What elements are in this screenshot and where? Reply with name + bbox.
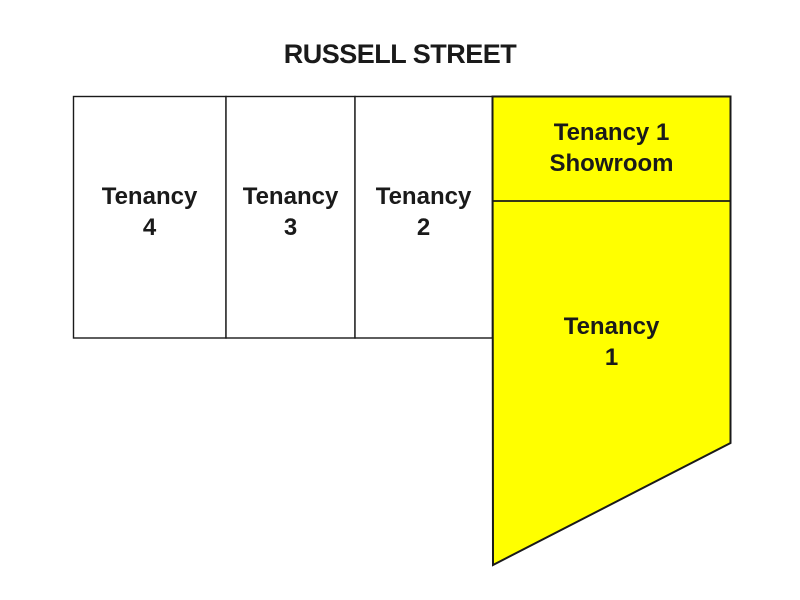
street-name-label: RUSSELL STREET [283, 39, 517, 69]
tenancy-1-label-line2: 1 [604, 344, 619, 371]
tenancy-1-label: Tenancy 1 [492, 311, 731, 373]
tenancy-4-label: Tenancy 4 [73, 181, 226, 243]
tenancy-4-region [72, 95, 227, 339]
tenancy-3-label: Tenancy 3 [226, 181, 355, 243]
tenancy-1-label-line1: Tenancy [563, 313, 660, 340]
tenancy-1-showroom-label-line1: Tenancy 1 [553, 119, 670, 146]
tenancy-1-region [491, 95, 732, 567]
tenancy-3-region [225, 95, 356, 339]
tenancy-1-showroom-label-line2: Showroom [549, 150, 674, 177]
tenancy-2-label-line2: 2 [416, 214, 431, 241]
tenancy-2-label-line1: Tenancy [375, 183, 472, 210]
tenancy-3-label-line2: 3 [283, 214, 298, 241]
tenancy-4-label-line1: Tenancy [101, 183, 198, 210]
tenancy-1-showroom-label: Tenancy 1 Showroom [492, 117, 731, 179]
tenancy-2-region [354, 95, 494, 339]
tenancy-4-label-line2: 4 [142, 214, 157, 241]
tenancy-3-label-line1: Tenancy [242, 183, 339, 210]
tenancy-2-label: Tenancy 2 [355, 181, 492, 243]
